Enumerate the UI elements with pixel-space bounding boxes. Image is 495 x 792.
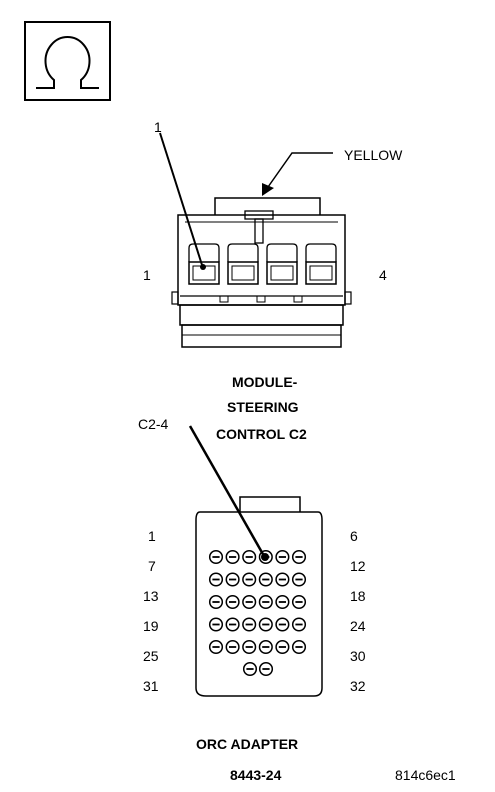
adapter-pin-10 [258,572,273,587]
module-connector-c2 [159,132,352,348]
pin-4-label: 4 [379,267,387,283]
connector-name-line-3: CONTROL C2 [216,426,307,442]
adapter-pin-16 [258,594,273,610]
adapter-pin-29 [275,639,290,655]
adapter-pin-17 [275,594,290,610]
adapter-right-pin-32: 32 [350,678,366,694]
adapter-pin-22 [258,617,273,632]
adapter-pin-11 [275,572,290,587]
color-label: YELLOW [344,147,403,163]
adapter-pin-1 [208,549,224,565]
adapter-pin-20 [225,617,240,632]
color-leader-arrow [262,183,274,196]
cavity-2 [227,243,259,285]
cavity-row [188,243,337,285]
adapter-right-pin-18: 18 [350,588,366,604]
adapter-pin-21 [242,617,257,632]
adapter-pin-6 [291,549,307,565]
adapter-pin-13 [208,594,224,610]
adapter-left-pin-13: 13 [143,588,159,604]
callout-1-leader [159,132,203,266]
adapter-pin-5 [275,549,290,565]
adapter-left-pin-7: 7 [148,558,156,574]
ohm-icon [36,36,99,89]
adapter-pin-12 [291,572,307,587]
callout-1-label: 1 [154,119,162,135]
adapter-right-pin-30: 30 [350,648,366,664]
ohm-symbol [24,21,111,101]
adapter-pin-28 [258,639,273,655]
adapter-left-pin-19: 19 [143,618,159,634]
adapter-right-pin-6: 6 [350,528,358,544]
adapter-pin-19 [208,617,224,632]
figure-id: 814c6ec1 [395,767,456,783]
adapter-pin-15 [242,594,257,610]
orc-adapter [188,425,323,697]
adapter-left-pin-31: 31 [143,678,159,694]
adapter-right-pin-12: 12 [350,558,366,574]
adapter-left-pin-25: 25 [143,648,159,664]
connector-name-line-2: STEERING [227,399,299,415]
adapter-pin-3 [242,549,257,565]
cavity-3 [266,243,298,285]
adapter-pin-grid [208,549,307,677]
c2-4-callout-label: C2-4 [138,416,169,432]
adapter-pin-25 [208,639,224,655]
color-leader-line [267,152,333,188]
adapter-pin-26 [225,639,240,655]
adapter-name: ORC ADAPTER [196,736,298,752]
connector-name-line-1: MODULE- [232,374,298,390]
pin-1-label: 1 [143,267,151,283]
adapter-pin-7 [208,572,224,587]
adapter-pin-32 [258,661,274,677]
adapter-pin-31 [242,661,258,677]
adapter-pin-24 [291,617,307,632]
adapter-pin-27 [242,639,257,655]
adapter-pin-8 [225,572,240,587]
c2-4-callout-leader [188,425,266,557]
adapter-pin-30 [291,639,307,655]
adapter-pin-9 [242,572,257,587]
adapter-pin-23 [275,617,290,632]
cavity-1 [188,243,220,285]
adapter-left-pin-1: 1 [148,528,156,544]
cavity-4 [305,243,337,285]
adapter-part-number: 8443-24 [230,767,282,783]
adapter-right-pin-24: 24 [350,618,366,634]
adapter-pin-14 [225,594,240,610]
adapter-pin-18 [291,594,307,610]
adapter-pin-2 [225,549,240,565]
